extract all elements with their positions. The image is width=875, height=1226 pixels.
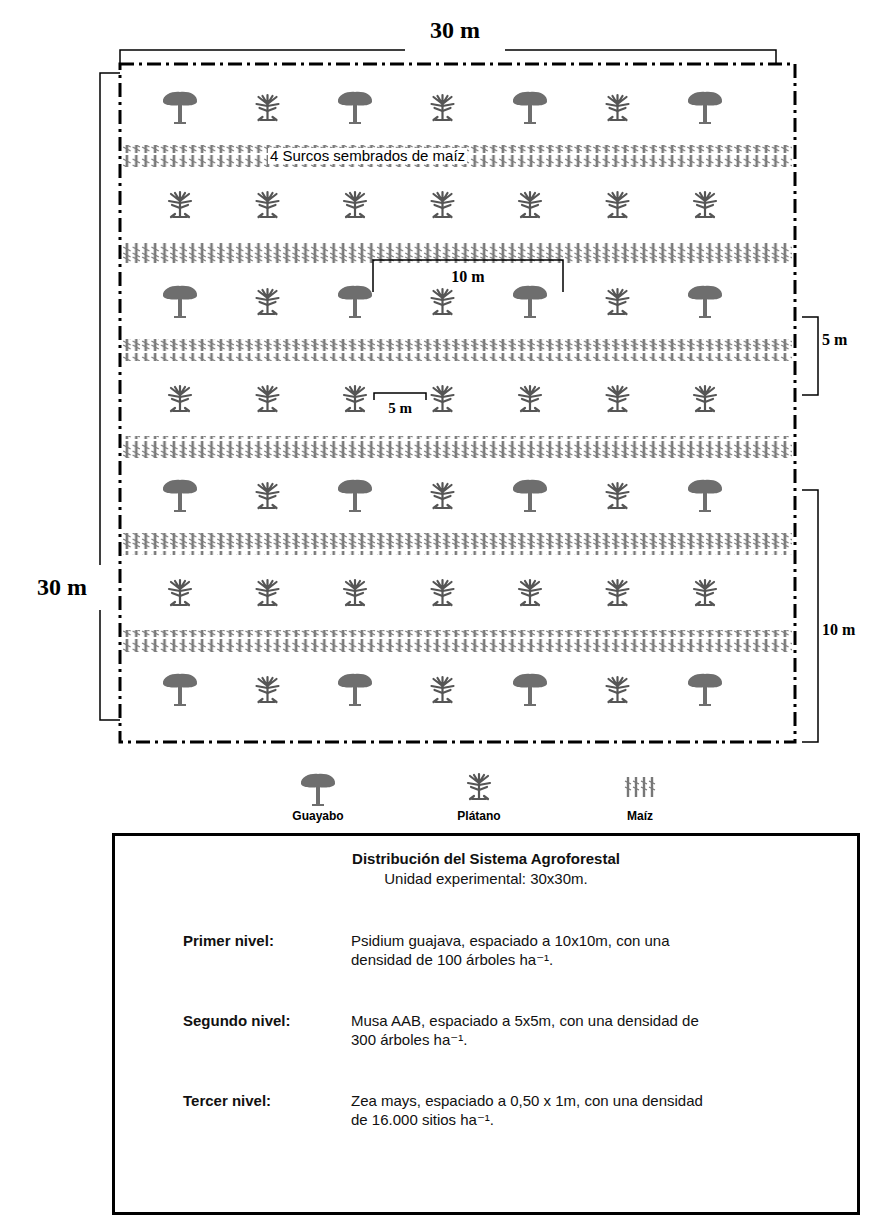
guayabo-tree	[688, 92, 722, 123]
legend-label: Plátano	[457, 810, 500, 823]
maize-row	[123, 339, 792, 361]
guayabo-tree	[688, 674, 722, 705]
platano-plant	[607, 386, 629, 411]
maiz-icon	[625, 777, 655, 797]
dimension-label: 5 m	[822, 331, 847, 349]
level-description: Psidium guajava, espaciado a 10x10m, con…	[351, 932, 711, 970]
dimension-label: 10 m	[451, 268, 484, 286]
platano-plant	[169, 192, 191, 217]
level-name: Primer nivel:	[183, 932, 333, 951]
level-description: Musa AAB, espaciado a 5x5m, con una dens…	[351, 1012, 711, 1050]
platano-plant	[607, 95, 629, 120]
guayabo-tree	[163, 480, 197, 511]
guayabo-tree	[338, 92, 372, 123]
platano-plant	[694, 580, 716, 605]
guayabo-tree	[513, 480, 547, 511]
platano-plant	[607, 192, 629, 217]
guayabo-icon	[301, 774, 335, 805]
platano-plant	[169, 386, 191, 411]
maize-row	[123, 533, 792, 555]
platano-plant	[694, 386, 716, 411]
guayabo-tree	[338, 674, 372, 705]
platano-plant	[432, 95, 454, 120]
platano-plant	[432, 483, 454, 508]
level-description: Zea mays, espaciado a 0,50 x 1m, con una…	[351, 1092, 711, 1130]
platano-plant	[519, 580, 541, 605]
dimension-label: 30 m	[428, 17, 482, 43]
platano-plant	[519, 386, 541, 411]
legend-label: Maíz	[627, 810, 653, 823]
guayabo-tree	[163, 674, 197, 705]
row-note: 4 Surcos sembrados de maíz	[268, 148, 467, 165]
platano-plant	[344, 192, 366, 217]
guayabo-tree	[163, 286, 197, 317]
box-subtitle: Unidad experimental: 30x30m.	[115, 870, 857, 889]
guayabo-tree	[513, 92, 547, 123]
platano-plant	[169, 580, 191, 605]
maize-row	[123, 630, 792, 652]
platano-plant	[432, 192, 454, 217]
platano-plant	[607, 677, 629, 702]
box-title: Distribución del Sistema Agroforestal	[115, 850, 857, 869]
platano-plant	[694, 192, 716, 217]
platano-plant	[344, 386, 366, 411]
platano-plant	[257, 580, 279, 605]
legend-label: Guayabo	[292, 810, 343, 823]
platano-plant	[432, 580, 454, 605]
maize-row	[123, 145, 792, 167]
dimension-label: 10 m	[822, 621, 855, 639]
platano-plant	[607, 580, 629, 605]
platano-plant	[257, 386, 279, 411]
guayabo-tree	[688, 480, 722, 511]
platano-plant	[607, 483, 629, 508]
dimension-label: 30 m	[35, 574, 89, 600]
level-name: Tercer nivel:	[183, 1092, 333, 1111]
guayabo-tree	[163, 92, 197, 123]
platano-plant	[257, 95, 279, 120]
platano-plant	[257, 192, 279, 217]
info-box: Distribución del Sistema AgroforestalUni…	[112, 833, 860, 1215]
platano-plant	[432, 677, 454, 702]
platano-plant	[607, 289, 629, 314]
level-name: Segundo nivel:	[183, 1012, 333, 1031]
platano-plant	[432, 386, 454, 411]
guayabo-tree	[338, 480, 372, 511]
dimension-label: 5 m	[388, 400, 412, 417]
guayabo-tree	[513, 674, 547, 705]
platano-plant	[257, 289, 279, 314]
platano-plant	[519, 192, 541, 217]
guayabo-tree	[688, 286, 722, 317]
platano-plant	[432, 289, 454, 314]
platano-icon	[468, 774, 490, 799]
platano-plant	[257, 677, 279, 702]
guayabo-tree	[513, 286, 547, 317]
maize-row	[123, 436, 792, 458]
guayabo-tree	[338, 286, 372, 317]
platano-plant	[344, 580, 366, 605]
platano-plant	[257, 483, 279, 508]
